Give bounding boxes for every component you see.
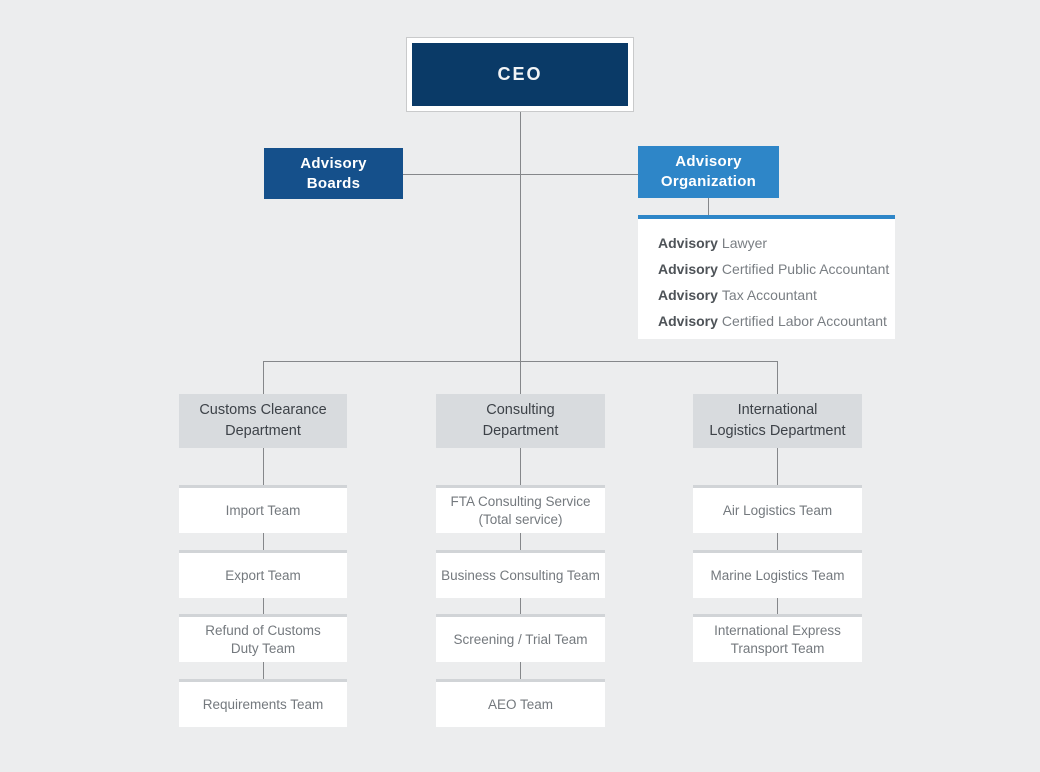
department-label-line2: Department (482, 423, 559, 439)
advisory-member-role: Certified Public Accountant (721, 261, 890, 277)
advisory-organization-label-line2: Organization (660, 173, 757, 190)
team-box-fta-consulting: FTA Consulting Service (Total service) (436, 485, 605, 533)
team-box-refund-customs-duty: Refund of Customs Duty Team (179, 614, 347, 662)
advisory-member-role: Certified Labor Accountant (721, 313, 887, 329)
advisory-member-role: Tax Accountant (721, 287, 817, 303)
team-label: Requirements Team (202, 696, 324, 712)
department-box-consulting: Consulting Department (436, 394, 605, 448)
team-label: Duty Team (230, 640, 296, 656)
team-box-requirements: Requirements Team (179, 679, 347, 727)
team-label: AEO Team (487, 696, 554, 712)
team-box-export: Export Team (179, 550, 347, 598)
connector-ceo-vertical (520, 112, 521, 361)
advisory-member-prefix: Advisory (658, 287, 718, 303)
team-label: Export Team (225, 567, 301, 583)
team-label: Import Team (225, 502, 301, 518)
team-label: Screening / Trial Team (453, 631, 588, 647)
advisory-boards-label-line2: Boards (306, 174, 361, 192)
connector-drop-logistics (777, 361, 778, 394)
team-box-aeo: AEO Team (436, 679, 605, 727)
ceo-label: CEO (497, 64, 543, 84)
advisory-member-prefix: Advisory (658, 261, 718, 277)
team-label: Marine Logistics Team (710, 567, 845, 583)
advisory-organization-box: Advisory Organization (638, 146, 779, 198)
department-label-line2: Logistics Department (709, 423, 846, 439)
department-label-line1: Consulting (486, 402, 555, 418)
department-label-line1: International (737, 402, 818, 418)
ceo-box-fill: CEO (412, 43, 628, 106)
advisory-boards-label-line1: Advisory (300, 154, 367, 172)
team-box-international-express: International Express Transport Team (693, 614, 862, 662)
advisory-member-prefix: Advisory (658, 313, 718, 329)
department-label-line1: Customs Clearance (199, 402, 327, 418)
team-box-air-logistics: Air Logistics Team (693, 485, 862, 533)
ceo-box: CEO (406, 37, 634, 112)
department-box-customs-clearance: Customs Clearance Department (179, 394, 347, 448)
team-label: Refund of Customs (205, 622, 321, 638)
team-label: Transport Team (730, 640, 825, 656)
team-box-marine-logistics: Marine Logistics Team (693, 550, 862, 598)
department-box-international-logistics: International Logistics Department (693, 394, 862, 448)
advisory-member-prefix: Advisory (658, 235, 718, 251)
advisory-organization-label-line1: Advisory (675, 153, 742, 170)
team-box-screening-trial: Screening / Trial Team (436, 614, 605, 662)
connector-advisory-horizontal (403, 174, 638, 175)
team-label: FTA Consulting Service (450, 493, 591, 509)
team-label: Business Consulting Team (441, 567, 600, 583)
team-box-business-consulting: Business Consulting Team (436, 550, 605, 598)
department-label-line2: Department (225, 423, 301, 439)
connector-drop-customs (263, 361, 264, 394)
team-box-import: Import Team (179, 485, 347, 533)
advisory-boards-box: Advisory Boards (264, 148, 403, 199)
connector-drop-consulting (520, 361, 521, 394)
connector-advisory-org-drop (708, 198, 709, 215)
team-label: (Total service) (478, 511, 563, 527)
team-label: Air Logistics Team (722, 502, 833, 518)
team-label: International Express (714, 622, 841, 638)
advisory-member-role: Lawyer (721, 235, 768, 251)
